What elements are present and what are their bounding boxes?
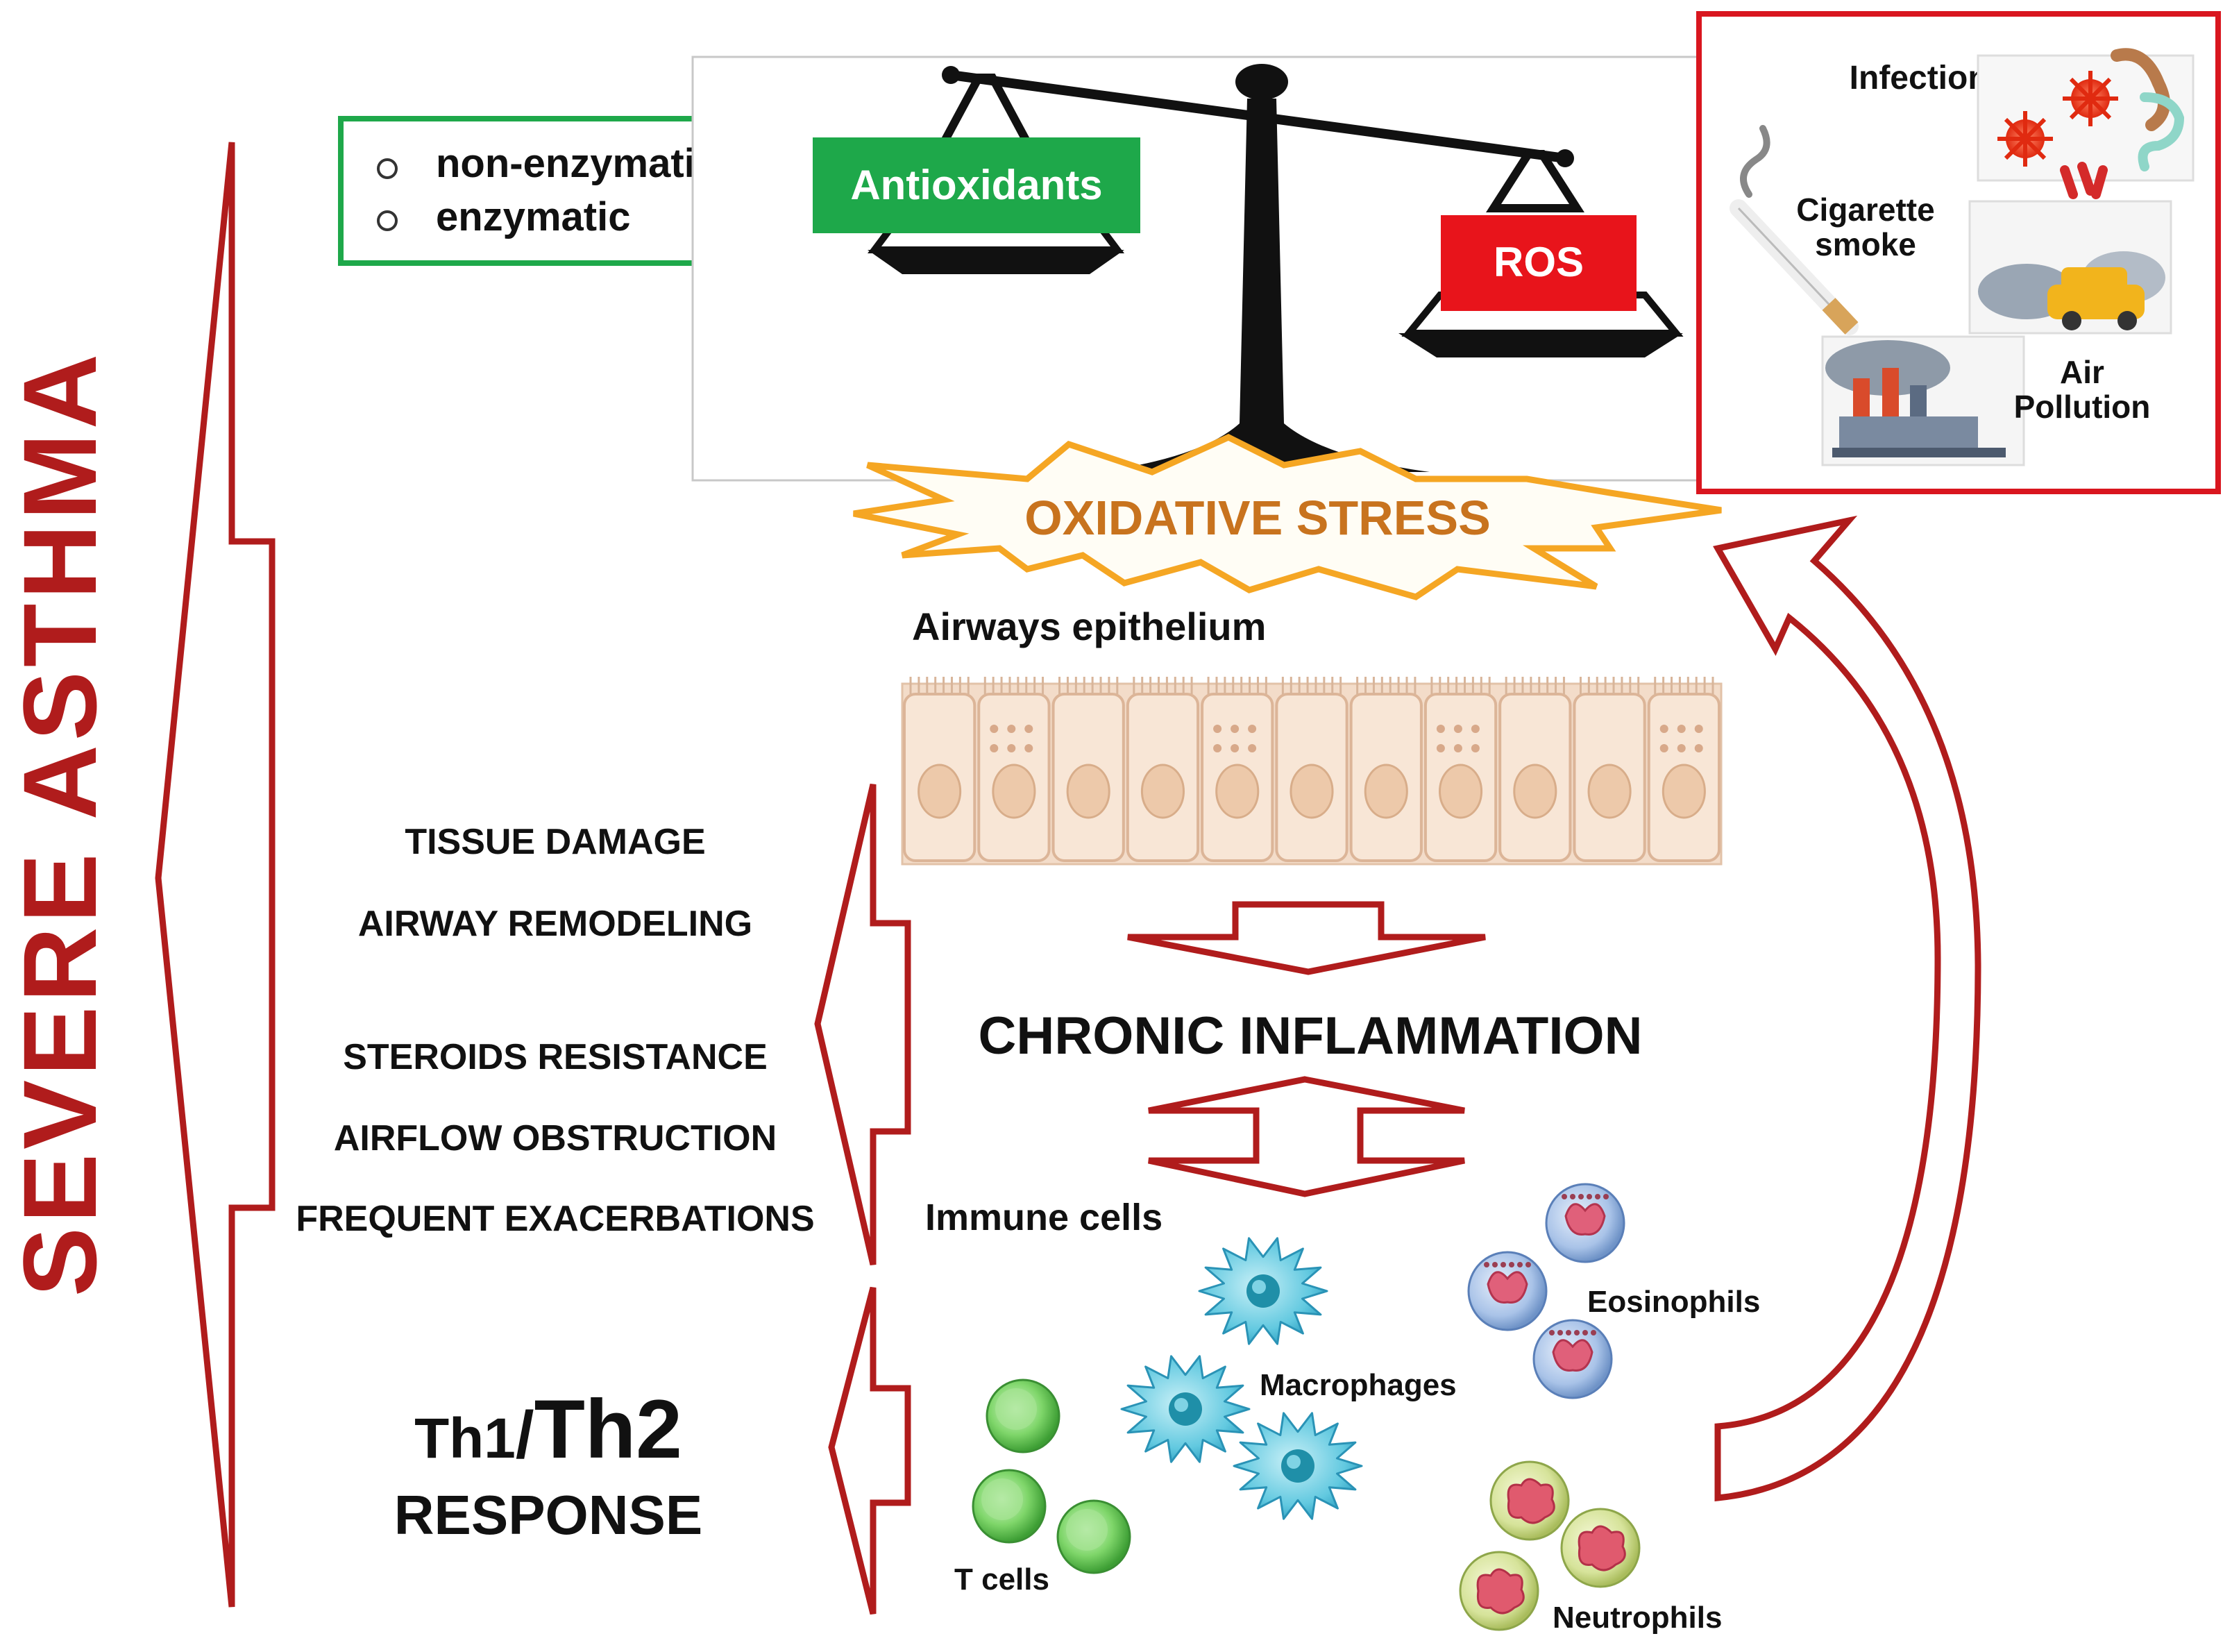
factory-pollution-icon <box>1821 335 2025 466</box>
slash-label: / <box>516 1398 534 1472</box>
epithelial-cell <box>977 677 1051 862</box>
th-response-arrow <box>828 1286 911 1615</box>
neutrophils-label: Neutrophils <box>1553 1601 1722 1635</box>
antioxidant-types-box: non-enzymatic enzymatic <box>338 116 756 266</box>
th1-label: Th1 <box>414 1407 516 1470</box>
car-pollution-icon <box>1968 200 2172 335</box>
neutrophil-icon <box>1560 1508 1641 1588</box>
epithelial-cell <box>1573 677 1646 862</box>
epithelial-cell <box>1498 677 1572 862</box>
consequence-item: FREQUENT EXACERBATIONS <box>296 1199 814 1239</box>
epithelial-cell <box>1349 677 1423 862</box>
th2-label: Th2 <box>534 1383 682 1476</box>
scale-panel: Antioxidants ROS <box>691 56 1789 482</box>
epithelial-cell <box>1647 677 1721 862</box>
eosinophils-label: Eosinophils <box>1587 1285 1760 1319</box>
side-title: SEVERE ASTHMA <box>1 350 118 1297</box>
consequence-item: AIRWAY REMODELING <box>358 904 752 944</box>
epithelial-cell <box>1051 677 1125 862</box>
air-pollution-label-line2: Pollution <box>2014 389 2151 425</box>
epithelial-cell <box>1423 677 1498 862</box>
oxidative-stress-label: OXIDATIVE STRESS <box>1024 491 1491 545</box>
macrophages-label: Macrophages <box>1260 1368 1457 1402</box>
ros-box <box>1441 215 1637 311</box>
risk-sources-box: Infections Cigarette smoke <box>1696 11 2221 494</box>
consequence-item: AIRFLOW OBSTRUCTION <box>334 1118 777 1158</box>
cigarette-label-line2: smoke <box>1815 226 1916 262</box>
epithelial-cell <box>1275 677 1348 862</box>
immune-cells-illustration <box>972 1183 1641 1631</box>
antioxidant-type-enzymatic: enzymatic <box>436 194 630 239</box>
scale-stand <box>1097 99 1430 472</box>
eosinophil-icon <box>1532 1319 1613 1399</box>
cigarette-icon <box>1730 125 1859 335</box>
t-cell-icon <box>986 1379 1060 1453</box>
antioxidants-box <box>813 137 1140 233</box>
t-cell-icon <box>972 1469 1047 1544</box>
neutrophil-icon <box>1489 1460 1570 1541</box>
feedback-arrow <box>1713 515 1981 1501</box>
t-cells-label: T cells <box>954 1562 1049 1596</box>
response-label: RESPONSE <box>394 1484 703 1546</box>
antioxidant-type-nonenzymatic: non-enzymatic <box>436 141 718 186</box>
eosinophil-icon <box>1545 1183 1625 1263</box>
bullet-icon <box>377 210 398 231</box>
infection-virus-icon <box>1977 48 2195 199</box>
macrophage-icon <box>1233 1412 1363 1520</box>
epithelial-cell <box>1201 677 1274 862</box>
t-cell-icon <box>1056 1499 1131 1574</box>
severe-asthma-arrow <box>155 142 276 1608</box>
epithelial-cell <box>1126 677 1200 862</box>
airway-epithelium-illustration <box>901 677 1723 866</box>
macrophage-icon <box>1198 1237 1328 1345</box>
down-arrow-epithelium <box>1127 901 1486 975</box>
oxidative-stress-burst: OXIDATIVE STRESS <box>853 434 1722 600</box>
epithelial-cell <box>903 677 976 862</box>
th-response-label: Th1/Th2 RESPONSE <box>394 1383 703 1546</box>
bullet-icon <box>377 158 398 179</box>
ros-label: ROS <box>1494 239 1584 285</box>
consequence-item: TISSUE DAMAGE <box>405 822 705 862</box>
svg-text:Th1/Th2: Th1/Th2 <box>414 1383 682 1476</box>
eosinophil-icon <box>1467 1251 1548 1331</box>
consequence-item: STEROIDS RESISTANCE <box>343 1037 768 1077</box>
bidirectional-arrow-immune <box>1148 1076 1465 1197</box>
antioxidants-label: Antioxidants <box>850 162 1102 208</box>
air-pollution-label-line1: Air <box>2060 354 2104 390</box>
immune-cells-label: Immune cells <box>925 1197 1162 1238</box>
neutrophil-icon <box>1459 1551 1539 1631</box>
cigarette-label-line1: Cigarette <box>1796 192 1934 228</box>
chronic-inflammation-label: CHRONIC INFLAMMATION <box>979 1006 1643 1065</box>
consequences-arrow <box>814 783 911 1266</box>
consequences-list: TISSUE DAMAGE AIRWAY REMODELING STEROIDS… <box>296 822 814 1239</box>
macrophage-icon <box>1120 1355 1251 1463</box>
epithelium-label: Airways epithelium <box>912 605 1266 648</box>
